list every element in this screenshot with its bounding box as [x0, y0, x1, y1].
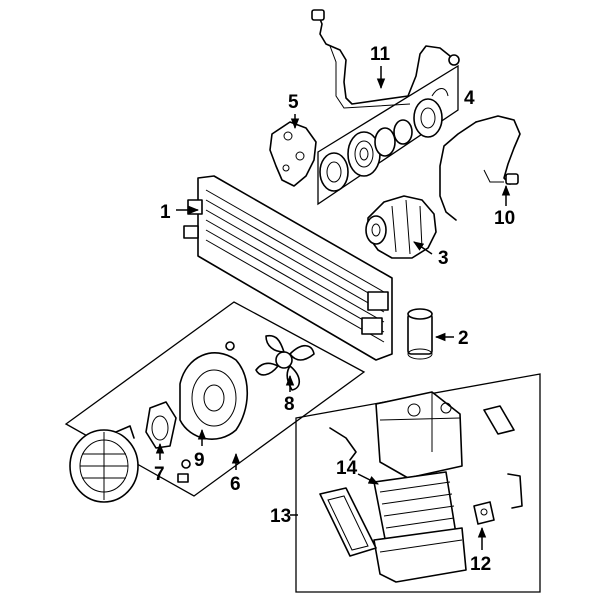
- part-13-evaporator-box: [295, 373, 541, 593]
- part-5-bracket[interactable]: [269, 121, 317, 187]
- part-13-seal-left[interactable]: [319, 487, 377, 557]
- part-13-seal-right[interactable]: [483, 405, 515, 435]
- callout-3: 3: [413, 241, 449, 269]
- part-13-upper-case[interactable]: [375, 391, 463, 479]
- callout-10: 10: [494, 184, 515, 229]
- callout-label-5: 5: [288, 92, 299, 113]
- part-13-wire[interactable]: [329, 427, 357, 461]
- part-2-receiver-drier[interactable]: [407, 308, 433, 360]
- callout-7: 7: [154, 442, 165, 485]
- part-11-hose[interactable]: [311, 9, 460, 109]
- part-1-condenser[interactable]: [183, 175, 393, 361]
- callout-6: 6: [230, 452, 241, 495]
- part-9-fan-shroud[interactable]: [179, 352, 248, 440]
- part-10-hose[interactable]: [439, 115, 521, 221]
- callout-label-12: 12: [470, 554, 491, 575]
- part-6-fan-group-frame: [64, 301, 366, 497]
- callout-label-10: 10: [494, 208, 515, 229]
- part-13-clip[interactable]: [507, 473, 523, 509]
- callout-13: 13: [270, 506, 298, 527]
- callout-label-11: 11: [370, 44, 391, 65]
- callout-9: 9: [194, 428, 207, 471]
- callout-5: 5: [288, 92, 300, 130]
- callout-label-3: 3: [438, 248, 449, 269]
- callout-8: 8: [284, 374, 295, 415]
- part-13-lower-case[interactable]: [373, 527, 467, 583]
- part-6-fan-guard[interactable]: [69, 425, 139, 503]
- part-12-expansion-valve[interactable]: [473, 501, 495, 525]
- callout-label-7: 7: [154, 464, 165, 485]
- callout-label-14: 14: [336, 458, 358, 479]
- callout-1: 1: [160, 202, 200, 223]
- part-4-clutch-assembly[interactable]: [317, 64, 459, 206]
- callout-label-8: 8: [284, 394, 295, 415]
- callout-2: 2: [434, 328, 469, 349]
- callout-11: 11: [370, 44, 391, 90]
- part-8-fan-blade[interactable]: [255, 334, 315, 391]
- part-7-fan-motor[interactable]: [145, 401, 177, 449]
- fastener-bolts: [177, 341, 235, 483]
- callout-label-9: 9: [194, 450, 205, 471]
- callout-label-2: 2: [458, 328, 469, 349]
- callout-label-6: 6: [230, 474, 241, 495]
- callout-4: 4: [464, 88, 475, 109]
- callout-12: 12: [470, 526, 491, 575]
- part-3-compressor[interactable]: [365, 195, 437, 259]
- callout-label-13: 13: [270, 506, 291, 527]
- callout-label-4: 4: [464, 88, 475, 109]
- callout-14: 14: [336, 458, 379, 485]
- callout-label-1: 1: [160, 202, 171, 223]
